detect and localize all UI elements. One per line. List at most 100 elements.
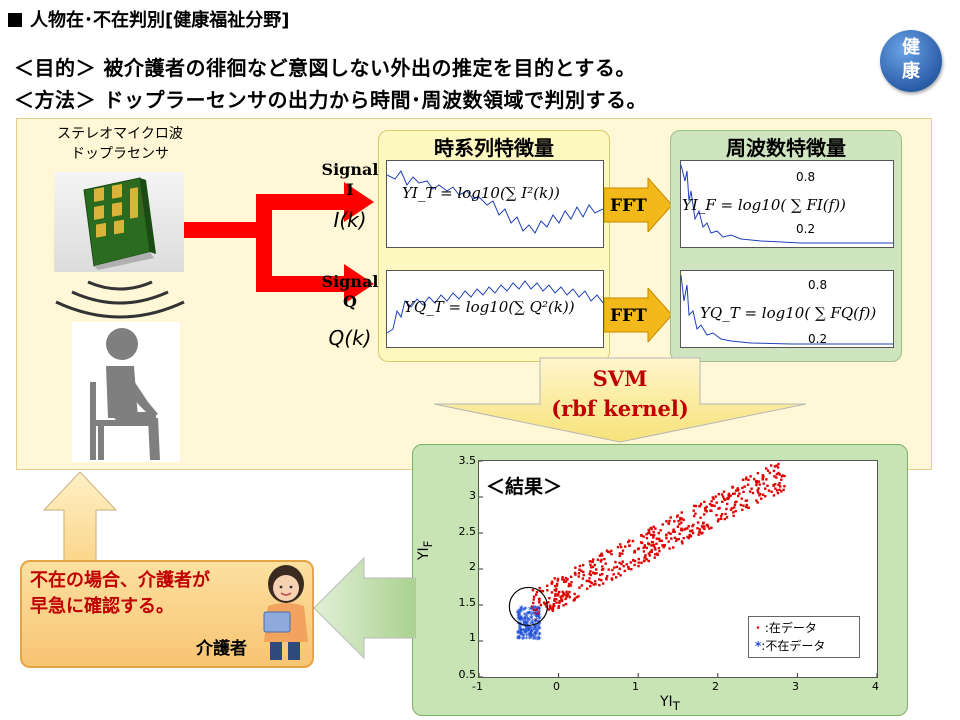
present-point: [716, 520, 720, 523]
present-point: [535, 593, 538, 596]
signal-i-letter: I: [346, 180, 354, 199]
present-point: [783, 474, 786, 478]
signal-q-label: Signal Q: [318, 272, 382, 312]
absent-point: *: [520, 627, 524, 636]
present-point: [679, 516, 682, 520]
present-point: [647, 529, 651, 533]
present-point: [775, 464, 778, 467]
absent-point: *: [533, 618, 537, 627]
fft-arrow-q: [604, 288, 673, 342]
present-point: [643, 559, 646, 562]
present-point: [652, 536, 655, 539]
absent-point: *: [537, 625, 541, 634]
absent-point: *: [536, 623, 540, 632]
present-point: [665, 536, 668, 540]
present-point: [725, 516, 729, 519]
present-point: [626, 540, 630, 544]
present-point: [600, 568, 604, 571]
present-point: [530, 606, 534, 609]
present-point: [727, 494, 730, 497]
present-point: [616, 545, 620, 549]
absent-point: *: [524, 619, 528, 628]
absent-point: *: [521, 617, 525, 626]
present-point: [678, 523, 681, 526]
absent-point: *: [524, 627, 528, 636]
absent-point: *: [524, 616, 528, 625]
present-point: [667, 540, 670, 543]
absent-point: *: [536, 613, 540, 622]
absent-point: *: [530, 632, 534, 641]
present-point: [705, 505, 708, 509]
absent-point: *: [524, 629, 528, 638]
absent-point: *: [533, 634, 537, 643]
present-point: [688, 535, 691, 538]
present-point: [720, 517, 723, 521]
caregiver-to-person-arrow: [42, 471, 118, 562]
x-axis-label: YIT: [660, 694, 680, 713]
absent-point: *: [525, 612, 529, 621]
legend-absent-marker-icon: *: [755, 639, 762, 653]
present-point: [652, 543, 655, 547]
present-point: [774, 487, 777, 490]
present-point: [657, 546, 661, 550]
absent-point: *: [538, 635, 542, 644]
present-point: [654, 527, 657, 530]
absent-point: *: [527, 617, 531, 626]
signal-i-waveform: [386, 170, 604, 234]
present-point: [715, 501, 718, 504]
present-point: [563, 593, 567, 596]
present-point: [732, 511, 735, 514]
radio-waves-icon: [55, 280, 185, 319]
present-point: [621, 549, 625, 552]
caregiver-message: 不在の場合、介護者が 早急に確認する。: [30, 568, 210, 620]
present-point: [727, 492, 731, 496]
present-point: [742, 490, 745, 494]
present-point: [777, 483, 780, 487]
present-point: [645, 558, 648, 561]
absent-point: *: [527, 631, 531, 640]
present-point: [589, 570, 592, 573]
present-point: [578, 568, 581, 571]
absent-point: *: [533, 606, 537, 615]
present-point: [669, 532, 672, 536]
absent-point: *: [533, 625, 537, 634]
present-point: [734, 489, 738, 492]
present-point: [760, 497, 763, 500]
absent-point: *: [523, 630, 527, 639]
caregiver-message-line1: 不在の場合、介護者が: [30, 570, 210, 591]
present-point: [535, 612, 538, 616]
present-point: [530, 605, 534, 608]
present-point: [676, 525, 680, 528]
absent-point: *: [521, 632, 525, 641]
present-point: [600, 578, 603, 582]
present-point: [582, 570, 585, 574]
absent-point: *: [536, 636, 540, 645]
present-point: [696, 527, 699, 530]
present-point: [775, 489, 779, 492]
absent-point: *: [517, 607, 521, 616]
present-point: [532, 595, 536, 598]
y-tick-3: 3: [469, 489, 476, 502]
absent-point: *: [532, 635, 536, 644]
sensor-label: ステレオマイクロ波 ドップラセンサ: [40, 124, 200, 164]
present-point: [680, 511, 683, 514]
present-point: [745, 499, 749, 502]
absent-point: *: [516, 612, 520, 621]
present-point: [650, 527, 653, 531]
present-point: [594, 583, 597, 586]
present-point: [627, 565, 630, 569]
present-point: [566, 578, 569, 581]
present-point: [776, 491, 780, 495]
present-point: [593, 580, 597, 583]
present-point: [709, 509, 712, 512]
present-point: [590, 581, 593, 585]
absent-point: *: [529, 631, 533, 640]
absent-point: *: [516, 609, 520, 618]
present-point: [659, 529, 662, 532]
present-point: [736, 494, 740, 498]
absent-point: *: [518, 627, 522, 636]
absent-point: *: [529, 628, 533, 637]
legend-absent-label: :不在データ: [761, 639, 826, 653]
present-point: [729, 494, 732, 497]
present-point: [694, 512, 697, 515]
